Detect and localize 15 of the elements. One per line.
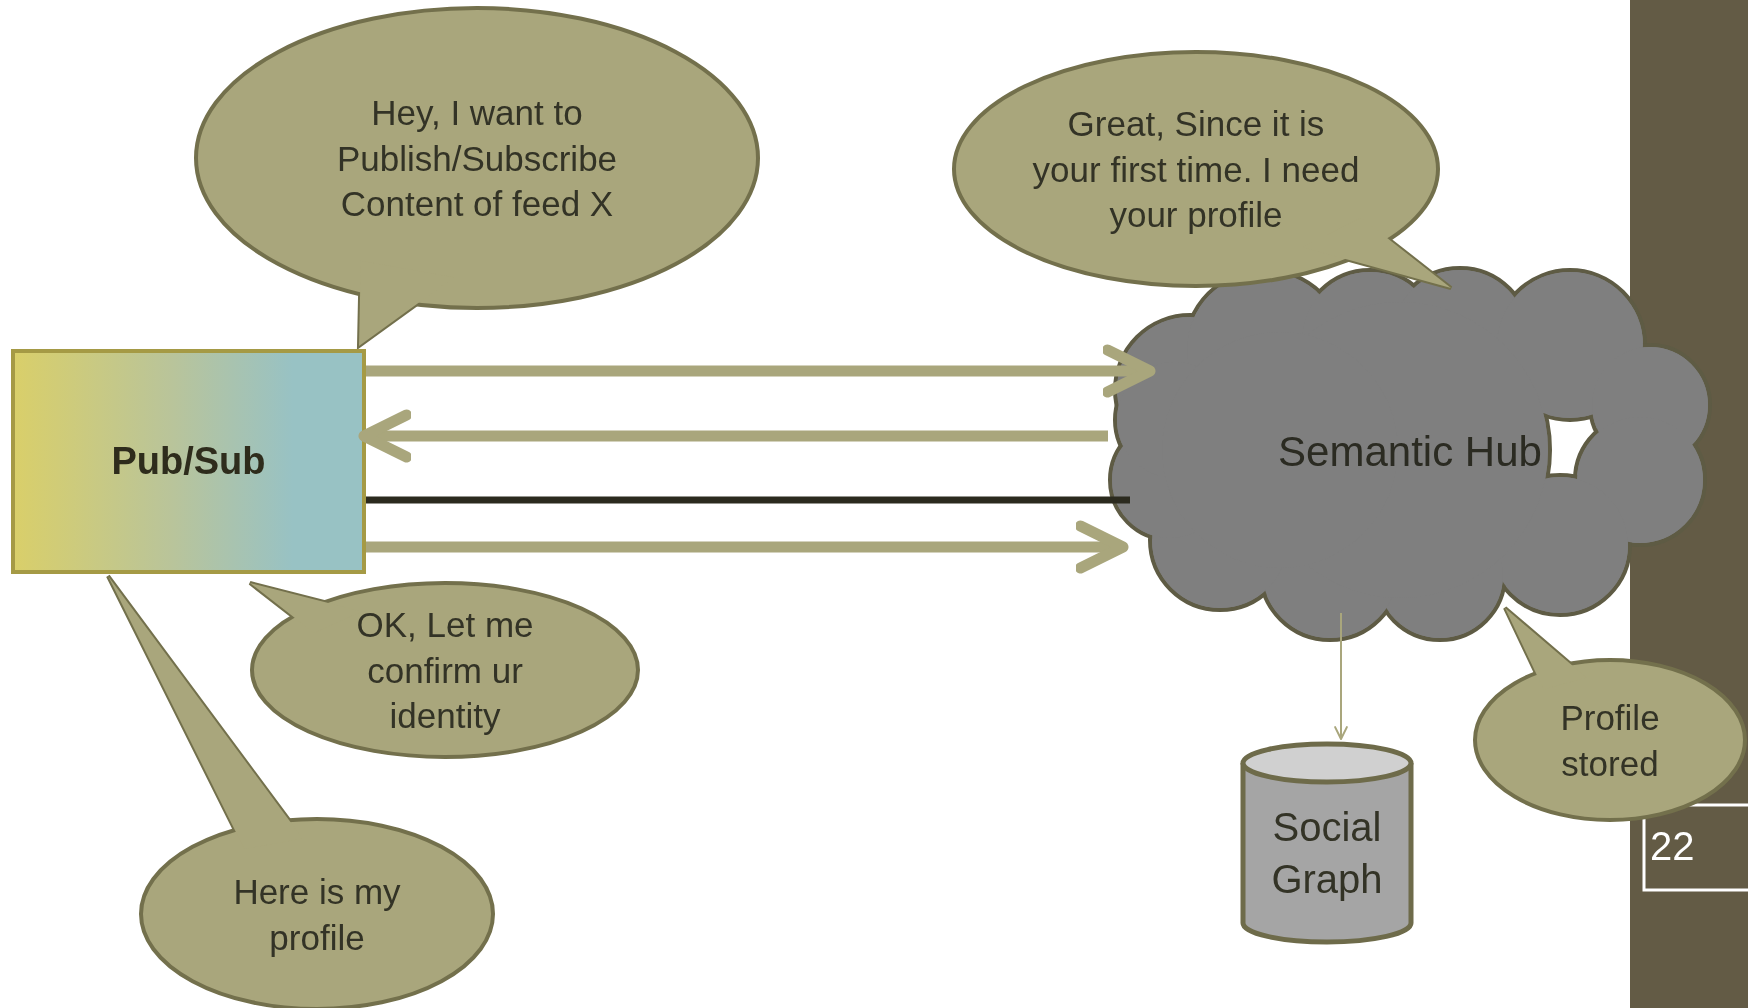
page-number: 22 <box>1650 823 1695 870</box>
node-text: Here is my profile <box>232 870 402 959</box>
arrow <box>358 409 1108 463</box>
node-text: Semantic Hub <box>1277 426 1543 477</box>
arrow <box>366 344 1156 398</box>
process-box <box>11 349 366 574</box>
node-text: Pub/Sub <box>110 438 267 484</box>
node-text: Profile stored <box>1559 696 1661 784</box>
node-text: OK, Let me confirm ur identity <box>355 603 535 737</box>
node-text: Social Graph <box>1270 804 1384 904</box>
connector-line <box>366 496 1130 504</box>
node-text: Great, Since it is your first time. I need your profile <box>1031 102 1361 236</box>
arrow <box>1334 612 1348 740</box>
arrow <box>366 520 1129 574</box>
node-text: Hey, I want to Publish/Subscribe Content of feed X <box>335 91 619 225</box>
